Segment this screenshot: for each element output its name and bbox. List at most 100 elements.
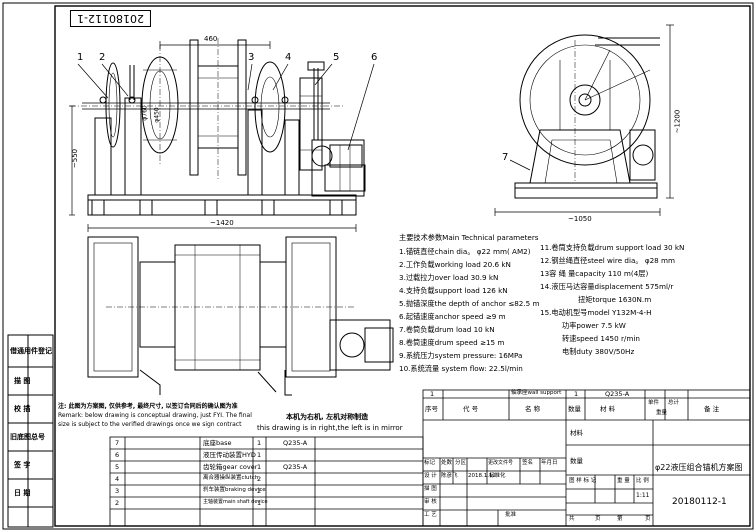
front-elevation-view xyxy=(70,38,366,216)
margin-label-date: 日 期 xyxy=(14,489,31,497)
bom-qty: 1 xyxy=(257,451,262,459)
param-item: 14.液压马达容量displacement 575ml/r xyxy=(540,282,674,291)
margin-label-signature: 签 字 xyxy=(14,461,31,469)
standardization-label: 标准化 xyxy=(489,473,506,479)
bom-name: 主轴装置main shaft device xyxy=(203,499,268,505)
rev-mark: 标记 xyxy=(424,460,436,466)
params-heading: 主要技术参数Main Technical parameters xyxy=(399,233,539,242)
margin-label-check: 校 描 xyxy=(14,405,31,413)
bom-row1-name: 轴承座wall support xyxy=(511,390,562,396)
bom-no: 2 xyxy=(115,499,120,507)
balloon-5: 5 xyxy=(333,52,340,63)
bom-name: 液压传动装置HYD xyxy=(203,451,256,459)
param-item: 11.卷筒支持负载drum support load 30 kN xyxy=(540,243,685,252)
dim-1050: ~1050 xyxy=(568,215,592,223)
drawing-title: φ22液压组合锚机方案图 xyxy=(655,463,743,472)
bom-row1-material: Q235-A xyxy=(605,390,630,398)
bom-header-seq: 序号 xyxy=(425,405,438,413)
tb-drawing-label: 描 图 xyxy=(424,486,437,492)
drawing-number-stamp: 20180112-1 xyxy=(70,10,151,27)
tb-sheet-total: 共 xyxy=(569,516,575,522)
side-dimensions xyxy=(494,24,674,216)
bom-header-material: 材 料 xyxy=(600,405,616,413)
bom-qty: 1 xyxy=(257,439,262,447)
balloon-2: 2 xyxy=(99,52,106,63)
margin-label-old-base-no: 旧底图总号 xyxy=(10,433,45,441)
balloon-3: 3 xyxy=(248,52,255,63)
bom-no: 5 xyxy=(115,463,120,471)
param-item: 13容 绳 量capacity 110 m(4层) xyxy=(540,269,649,278)
bom-qty: 2 xyxy=(257,487,262,495)
bom-material: Q235-A xyxy=(283,439,308,447)
bom-row1-qty: 1 xyxy=(574,390,579,398)
dim-1420: ~1420 xyxy=(210,219,234,227)
drawing-number: 20180112-1 xyxy=(672,497,727,507)
designer-name: 陈彦飞 xyxy=(441,473,458,479)
param-item: 扭矩torque 1630N.m xyxy=(578,295,652,304)
margin-label-common-parts: 借通用件登记 xyxy=(10,347,52,355)
param-item: 2.工作负载working load 20.6 kN xyxy=(399,260,511,269)
param-item: 电制duty 380V/50Hz xyxy=(562,347,635,356)
front-dimensions xyxy=(69,41,375,232)
side-elevation-view xyxy=(514,34,660,199)
bom-row1-no: 1 xyxy=(430,390,435,398)
tables-grid xyxy=(109,389,751,527)
param-item: 9.系统压力system pressure: 16MPa xyxy=(399,351,523,360)
param-item: 转速speed 1450 r/min xyxy=(562,334,640,343)
rev-doc: 更改文件号 xyxy=(488,460,514,466)
margin-label-drawing: 描 图 xyxy=(14,377,31,385)
remark-en-1: Remark: below drawing is conceptual draw… xyxy=(58,412,252,419)
param-item: 3.过载拉力over load 30.9 kN xyxy=(399,273,499,282)
title-quantity-label: 数量 xyxy=(570,457,583,465)
rev-count: 处数 xyxy=(441,460,453,466)
param-item: 功率power 7.5 kW xyxy=(562,321,626,330)
design-date: 2018.1.12 xyxy=(468,473,496,479)
bom-header-total-weight: 总计 xyxy=(668,400,680,406)
tb-tech-label: 工 艺 xyxy=(424,512,437,518)
rev-zone: 分区 xyxy=(455,460,467,466)
bom-header-code: 代 号 xyxy=(463,405,479,413)
bom-no: 6 xyxy=(115,451,120,459)
param-item: 6.起锚速度anchor speed ≥9 m xyxy=(399,312,506,321)
tb-check-label: 审 核 xyxy=(424,499,437,505)
remark-center-en: this drawing is in right,the left is in … xyxy=(257,424,403,432)
param-item: 10.系统流量 system flow: 22.5l/min xyxy=(399,364,523,373)
bom-header-qty: 数量 xyxy=(568,405,581,413)
tb-sheet-label: 页 xyxy=(595,516,601,522)
remark-en-2: size is subject to the verified drawings… xyxy=(58,421,242,428)
bom-header-unit-weight: 单件 xyxy=(648,400,660,406)
tb-sheet-end: 页 xyxy=(645,516,651,522)
param-item: 15.电动机型号model Y132M-4-H xyxy=(540,308,652,317)
bom-qty: 1 xyxy=(257,499,262,507)
design-label: 设 计 xyxy=(424,473,437,479)
remark-cn: 注: 此图为方案图, 仅供参考, 最终尺寸, 以签订合同后的确认图为准 xyxy=(58,403,238,410)
left-margin-strip xyxy=(7,334,54,528)
tb-sheet-no: 第 xyxy=(617,516,623,522)
bom-qty: 2 xyxy=(257,475,262,483)
bom-material: Q235-A xyxy=(283,463,308,471)
param-item: 7.卷筒负载drum load 10 kN xyxy=(399,325,495,334)
rev-sign: 签名 xyxy=(522,460,534,466)
tb-stage-label: 图 样 标 记 xyxy=(569,478,597,484)
tb-approve-label: 批准 xyxy=(505,512,517,518)
bom-header-weight: 重量 xyxy=(656,410,668,416)
param-item: 4.支持负载support load 126 kN xyxy=(399,286,508,295)
bom-name: 齿轮箱gear cover xyxy=(203,463,258,471)
bom-header-note: 备 注 xyxy=(704,405,720,413)
tb-weight-label: 重 量 xyxy=(617,478,630,484)
bom-name: 刹车装置braking device xyxy=(203,487,266,493)
bom-name: 离合器操纵装置clutch xyxy=(203,475,259,481)
remark-center-cn: 本机为右机, 左机对称制造 xyxy=(286,413,369,421)
dim-550: ~550 xyxy=(71,148,80,169)
bom-header-name: 名 称 xyxy=(525,405,541,413)
param-item: 8.卷筒速度drum speed ≥15 m xyxy=(399,338,505,347)
bom-no: 4 xyxy=(115,475,120,483)
param-item: 1.锚链直径chain dia。 φ22 mm( AM2) xyxy=(399,247,531,256)
balloon-6: 6 xyxy=(371,52,378,63)
param-item: 5.抛锚深度the depth of anchor ≤82.5 m xyxy=(399,299,540,308)
dim-dia-760: φ760 xyxy=(141,105,149,121)
tb-scale-label: 比 例 xyxy=(636,478,649,484)
plan-view xyxy=(87,236,394,396)
